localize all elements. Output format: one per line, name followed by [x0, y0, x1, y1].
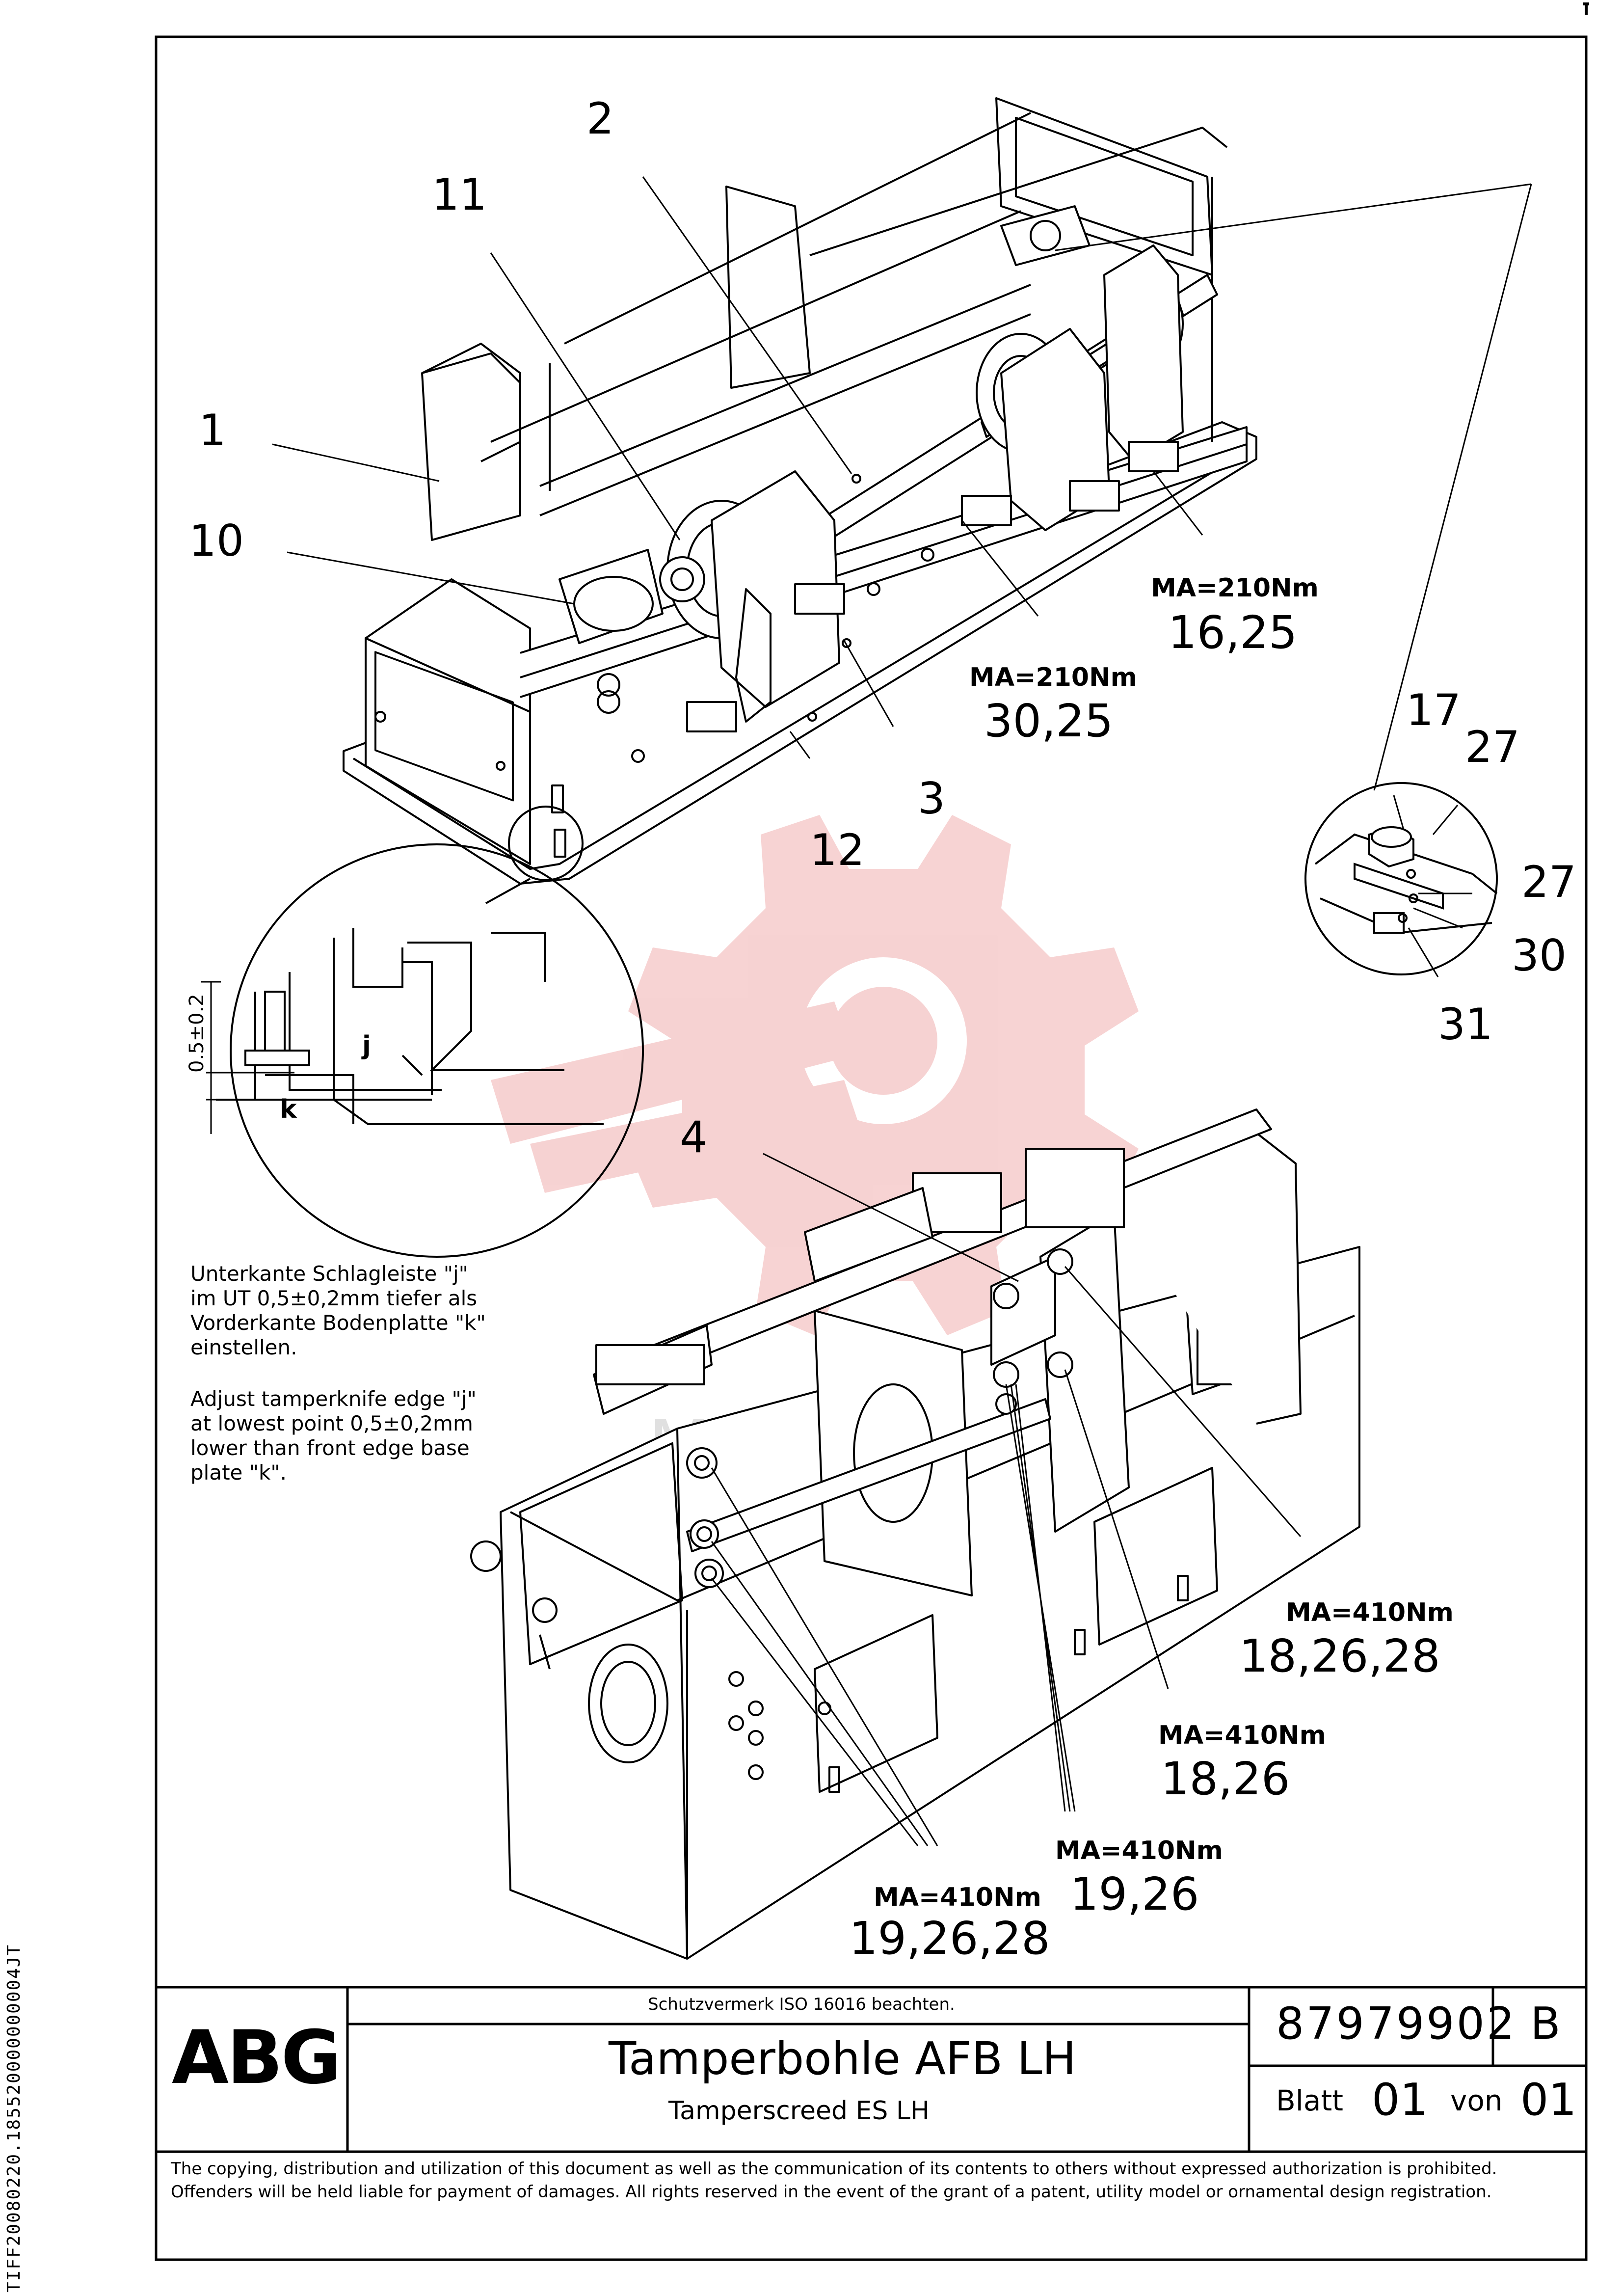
detail-label-j: j [362, 1031, 371, 1060]
part-label-4: 4 [680, 1112, 707, 1162]
part-label-10: 10 [189, 515, 244, 566]
protection-note: Schutzvermerk ISO 16016 beachten. [648, 1995, 955, 2014]
drawing-number: 87979902 [1276, 1998, 1517, 2050]
part-label-11: 11 [432, 169, 487, 220]
upper-assembly [343, 97, 1257, 885]
sheet-border [155, 35, 1588, 2261]
part-label-17: 17 [1406, 685, 1461, 735]
of-label: von [1450, 2084, 1503, 2117]
part-label-30: 30 [1512, 930, 1567, 981]
detail-knife-edge [201, 806, 644, 1258]
torque-items: 18,26 [1161, 1753, 1290, 1805]
part-label-1: 1 [199, 405, 226, 456]
part-label-27-top: 27 [1465, 722, 1520, 772]
revision-letter: B [1530, 1998, 1561, 2050]
part-label-2: 2 [586, 93, 614, 144]
torque-label: MA=210Nm [1151, 573, 1319, 603]
company-logo: ABG [172, 2015, 342, 2101]
torque-items: 16,25 [1168, 606, 1298, 659]
drawing-subtitle: Tamperscreed ES LH [668, 2096, 930, 2126]
part-label-3: 3 [918, 773, 945, 824]
torque-label: MA=410Nm [1055, 1836, 1223, 1865]
copyright-notice: The copying, distribution and utilizatio… [171, 2159, 1497, 2202]
detail-label-k: k [280, 1095, 297, 1124]
leader-lines [272, 176, 1532, 1846]
torque-label: MA=410Nm [874, 1883, 1041, 1912]
torque-items: 19,26,28 [849, 1912, 1050, 1965]
sheet-label: Blatt [1276, 2084, 1343, 2117]
torque-items: 19,26 [1070, 1868, 1199, 1920]
part-label-12: 12 [810, 825, 865, 875]
lower-assembly [470, 1108, 1360, 1960]
torque-items: 18,26,28 [1239, 1630, 1440, 1682]
sheets-total: 01 [1520, 2074, 1577, 2126]
torque-label: MA=410Nm [1286, 1598, 1454, 1627]
title-block-frame [156, 1986, 1586, 2153]
part-label-27: 27 [1521, 857, 1576, 907]
side-file-code: TIFF20080220.185520000000004JT [4, 1944, 24, 2293]
torque-label: MA=210Nm [969, 663, 1137, 692]
torque-label: MA=410Nm [1158, 1721, 1326, 1750]
part-label-31: 31 [1438, 999, 1493, 1050]
sheet-number: 01 [1372, 2074, 1428, 2126]
drawing-title: Tamperbohle AFB LH [609, 2032, 1076, 2085]
torque-items: 30,25 [984, 695, 1114, 747]
adjustment-note-english: Adjust tamperknife edge "j" at lowest po… [190, 1387, 477, 1485]
detail-dimension: 0.5±0.2 [186, 994, 208, 1073]
detail-bolt-view [1304, 782, 1498, 975]
adjustment-note-german: Unterkante Schlagleiste "j" im UT 0,5±0,… [190, 1262, 486, 1359]
